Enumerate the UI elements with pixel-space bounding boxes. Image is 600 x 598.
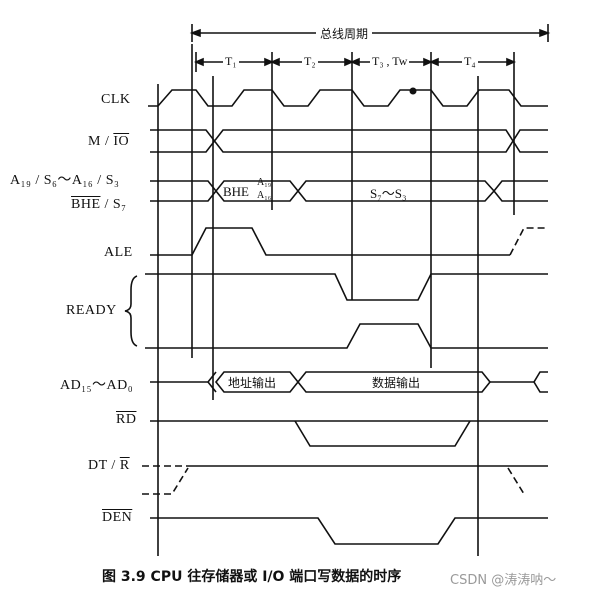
ad-label: AD₁₅～AD₀ — [60, 378, 134, 393]
ale-waveform — [150, 227, 510, 256]
ready-brace — [124, 275, 138, 347]
a19-bus-text: A₁₉ — [257, 177, 272, 188]
rd-pulse-hint — [294, 420, 471, 447]
t2-arrow-l — [269, 57, 280, 67]
clk-label: CLK — [101, 92, 131, 107]
bus-cycle-arrow-left — [189, 28, 201, 38]
ready-line-upper — [145, 273, 548, 301]
a19-right-lower — [493, 190, 548, 202]
ale-next-dashed — [509, 227, 548, 256]
t4-arrow-r — [506, 57, 517, 67]
t3-arrow-r — [423, 57, 434, 67]
dt-dashed-rise — [142, 467, 189, 495]
den-label: DEN — [102, 510, 133, 525]
rd-label: RD — [116, 412, 137, 427]
bhe-bus-text: BHE — [223, 184, 249, 199]
t4-label: T₄ — [462, 54, 478, 69]
dt-r-label: DT / R — [88, 458, 130, 473]
mio-label: M / IO — [88, 134, 130, 149]
den-waveform — [150, 517, 548, 545]
t2-arrow-r — [344, 57, 355, 67]
clk-waveform — [148, 89, 548, 107]
ale-label: ALE — [104, 245, 133, 260]
address-out-text: 地址输出 — [228, 376, 277, 390]
t4-arrow-l — [428, 57, 439, 67]
bus-cycle-arrow-right — [539, 28, 551, 38]
watermark: CSDN @涛涛呐～ — [450, 573, 557, 588]
mio-line-a — [150, 129, 548, 153]
ready-line-lower — [145, 323, 548, 349]
ad-next-cycle — [533, 371, 548, 393]
mio-line-b — [150, 129, 548, 153]
t1-arrow-l — [193, 57, 204, 67]
a16-bus-text: A₁₆ — [257, 190, 272, 201]
t3-tw-label: T₃ , Tw — [370, 54, 410, 69]
bhe-s7-label: BHE / S₇ — [71, 197, 127, 212]
t2-label: T₂ — [302, 54, 318, 69]
data-out-text: 数据输出 — [372, 376, 421, 390]
dt-dashed-fall — [507, 467, 525, 495]
ad-left-upper — [150, 371, 217, 383]
t1-label: T₁ — [223, 54, 239, 69]
bus-cycle-label: 总线周期 — [316, 25, 373, 42]
a19-left-segment — [150, 180, 218, 202]
figure-caption: 图 3.9 CPU 往存储器或 I/O 端口写数据的时序 — [102, 569, 402, 585]
status-bus-text: S₇～S₃ — [370, 186, 407, 201]
a19-right-upper — [493, 180, 548, 192]
t1-arrow-r — [264, 57, 275, 67]
a19-s6-label: A₁₉ / S₆～A₁₆ / S₃ — [10, 173, 120, 188]
ready-label: READY — [66, 303, 117, 318]
t3-arrow-l — [349, 57, 360, 67]
ink-dot — [409, 87, 417, 95]
ad-left-lower — [207, 381, 217, 393]
